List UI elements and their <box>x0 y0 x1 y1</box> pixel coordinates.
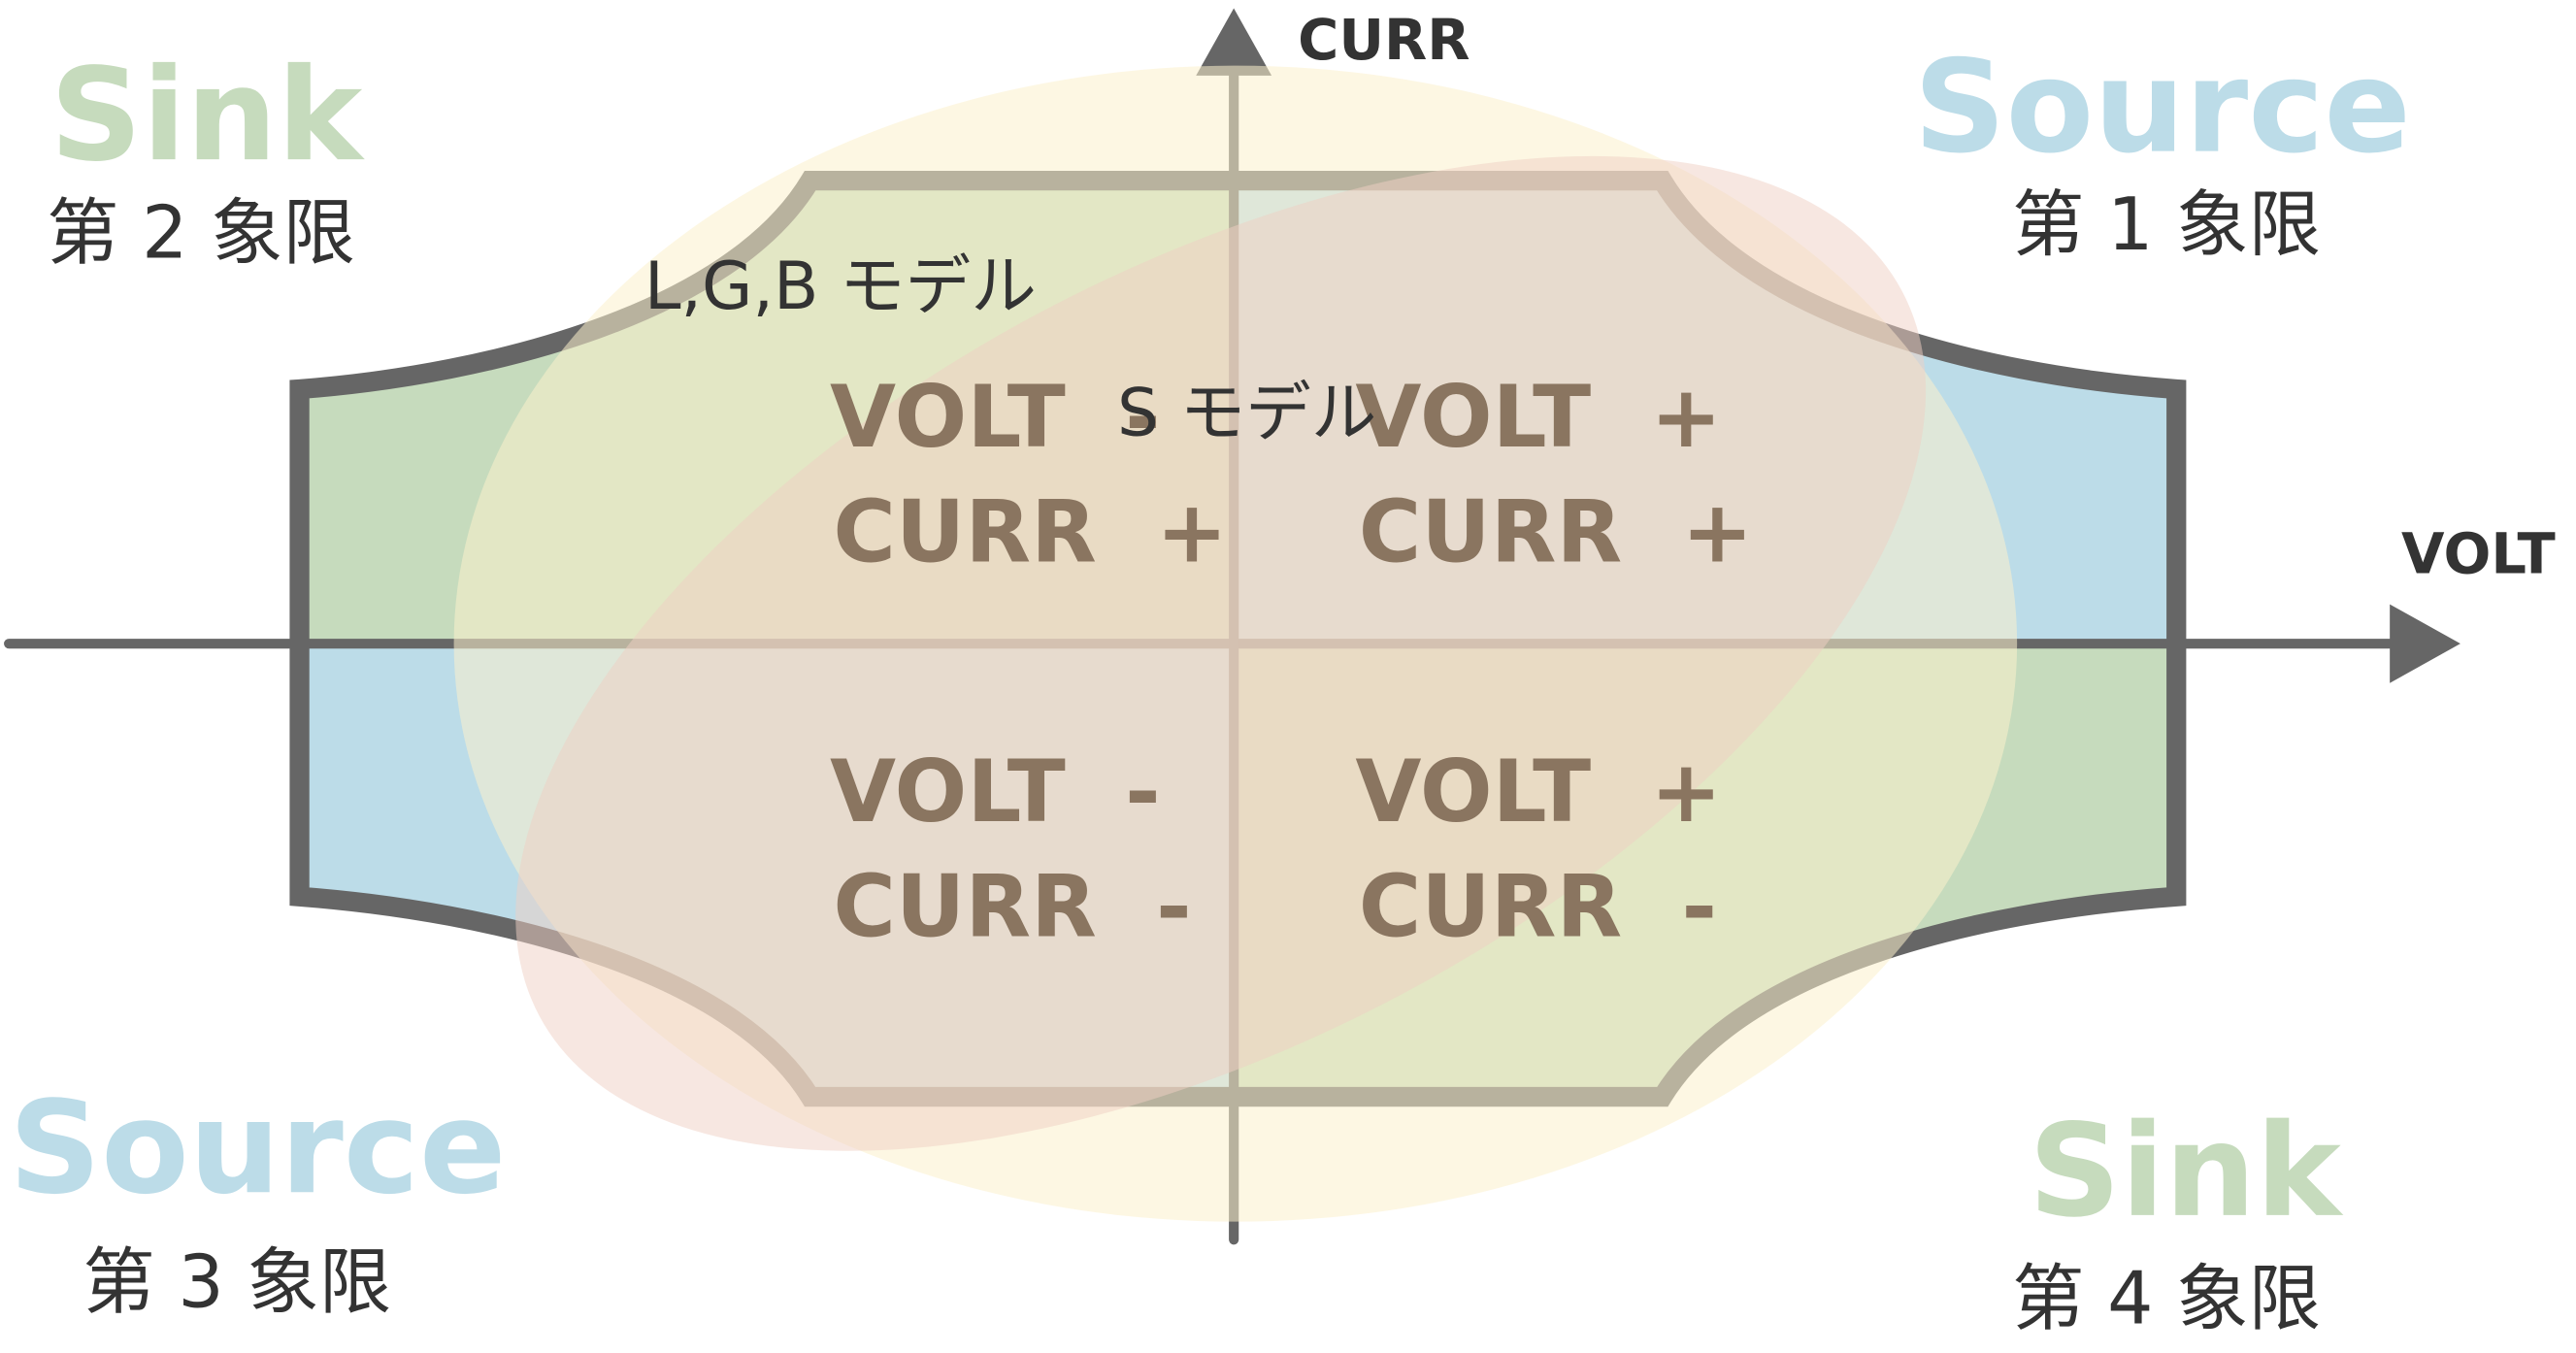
quadrant-2-curr-sign: CURR + <box>833 482 1227 582</box>
quadrant-3-volt-sign: VOLT - <box>830 742 1161 842</box>
y-axis-arrow-icon <box>1196 8 1272 76</box>
quadrant-3-label: 第 3 象限 <box>83 1240 391 1325</box>
quadrant-2-volt-sign: VOLT - <box>830 367 1161 467</box>
quadrant-3-role: Source <box>9 1074 506 1223</box>
quadrant-2-role: Sink <box>50 42 365 190</box>
x-axis-arrow-icon <box>2390 604 2460 683</box>
quadrant-4-role: Sink <box>2029 1098 2344 1246</box>
quadrant-4-curr-sign: CURR - <box>1359 856 1717 956</box>
quadrant-1-label: 第 1 象限 <box>2012 182 2321 267</box>
quadrant-1-role: Source <box>1914 34 2411 182</box>
lgb-model-label: L,G,B モデル <box>644 248 1037 324</box>
quadrant-3-curr-sign: CURR - <box>833 856 1191 956</box>
quadrant-2-label: 第 2 象限 <box>47 191 355 276</box>
s-model-ellipse <box>515 155 1927 1151</box>
quadrant-4-label: 第 4 象限 <box>2012 1257 2321 1341</box>
quadrant-4-volt-sign: VOLT + <box>1355 742 1722 842</box>
quadrant-1-volt-sign: VOLT + <box>1355 367 1722 467</box>
s-model-label: S モデル <box>1117 374 1376 450</box>
x-axis-label: VOLT <box>2401 521 2556 586</box>
y-axis-label: CURR <box>1298 8 1470 73</box>
quadrant-1-curr-sign: CURR + <box>1359 482 1753 582</box>
